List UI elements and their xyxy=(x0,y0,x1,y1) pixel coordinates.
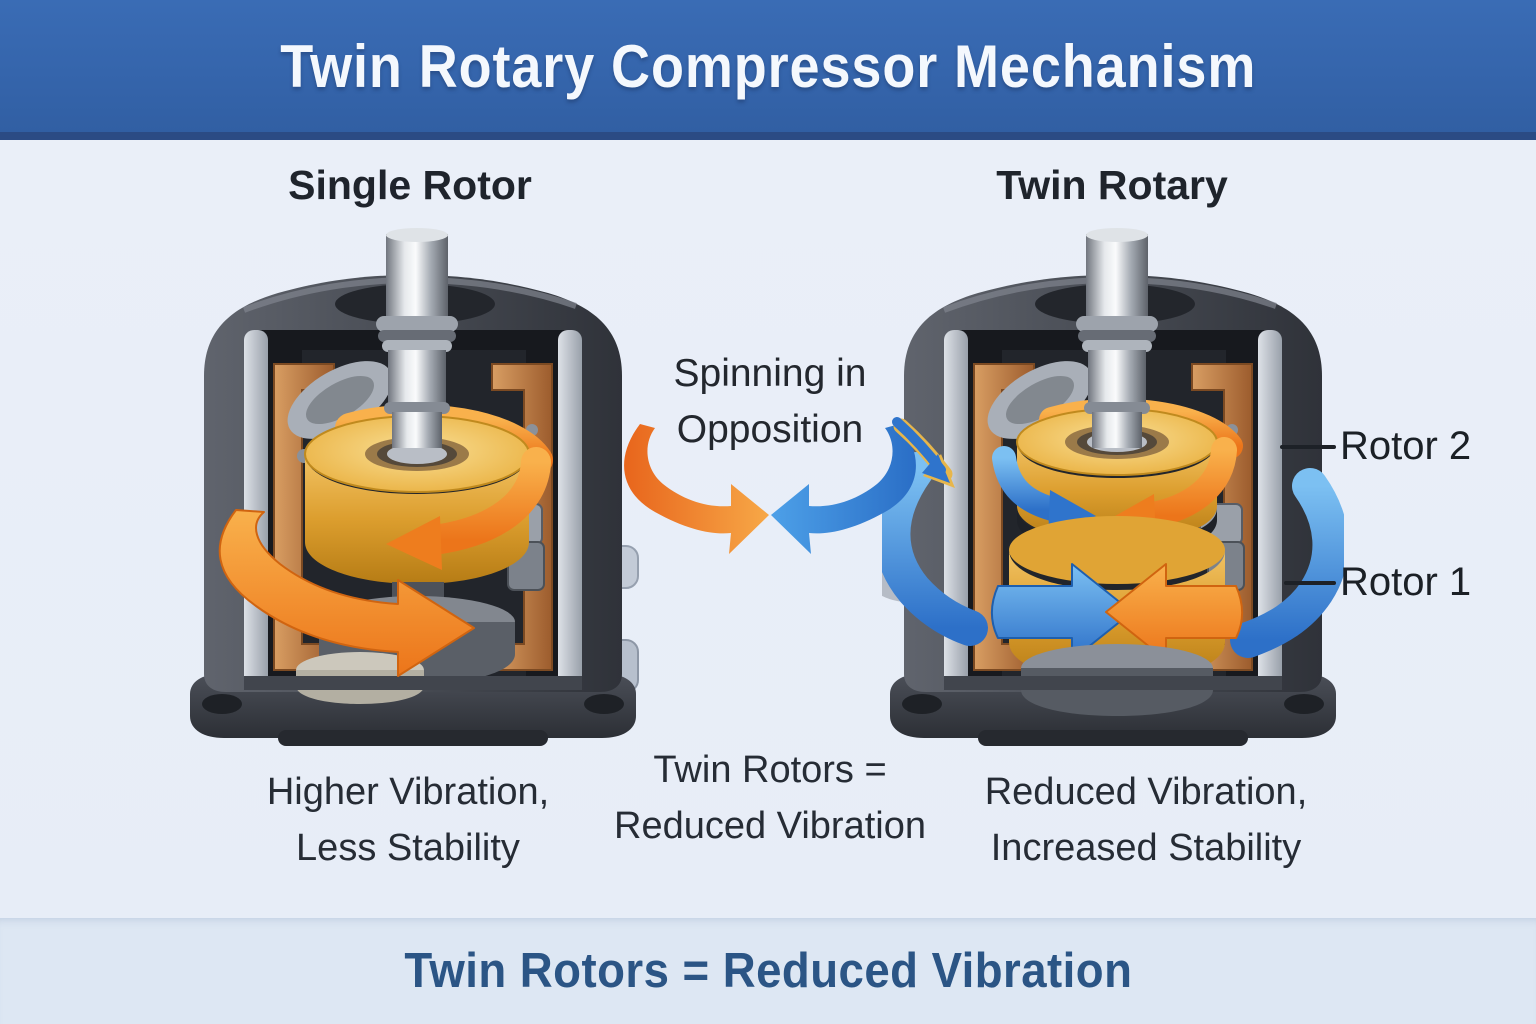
center-caption: Twin Rotors = Reduced Vibration xyxy=(595,742,945,854)
twin-rotary-caption: Reduced Vibration, Increased Stability xyxy=(886,764,1406,876)
blue-rotation-arrow xyxy=(991,563,1133,661)
rotor-1-label: Rotor 1 xyxy=(1340,560,1472,604)
discharge-elbow xyxy=(287,361,393,439)
footer-banner: Twin Rotors = Reduced Vibration xyxy=(0,918,1536,1024)
drive-shaft xyxy=(1076,228,1158,448)
rotor-1-leader-line xyxy=(1284,581,1336,585)
caption-line-1: Higher Vibration, xyxy=(266,771,550,813)
annotation-line-1: Spinning in xyxy=(673,352,867,395)
caption-line-1: Reduced Vibration, xyxy=(984,771,1308,813)
annotation-line-2: Opposition xyxy=(676,408,864,451)
spinning-annotation: Spinning in Opposition xyxy=(595,346,945,458)
caption-line-2: Reduced Vibration xyxy=(614,805,926,847)
counter-rotation-arrows xyxy=(624,417,955,554)
orange-rotation-arrow xyxy=(218,509,475,677)
footer-banner-text: Twin Rotors = Reduced Vibration xyxy=(403,944,1133,998)
orange-rotation-arrow xyxy=(1105,563,1243,661)
orange-counter-rotation-arrow xyxy=(624,424,769,554)
blue-rotation-band xyxy=(1230,468,1344,658)
compressor-cutaway-twin-rotor xyxy=(882,228,1344,746)
discharge-elbow xyxy=(987,361,1093,439)
rotor-2-label: Rotor 2 xyxy=(1340,424,1472,468)
rotor-2-leader-line xyxy=(1280,445,1336,449)
page-title: Twin Rotary Compressor Mechanism xyxy=(279,32,1257,100)
orange-rotation-arrow-head xyxy=(386,447,551,570)
single-rotor-heading: Single Rotor xyxy=(288,162,532,208)
blue-counter-rotation-arrow xyxy=(771,424,916,554)
crank-assembly xyxy=(944,644,1282,716)
twin-rotary-heading: Twin Rotary xyxy=(996,162,1228,208)
caption-line-2: Increased Stability xyxy=(990,827,1302,869)
caption-line-1: Twin Rotors = xyxy=(653,749,887,791)
compressor-cutaway-single-rotor xyxy=(190,228,639,746)
single-rotor-caption: Higher Vibration, Less Stability xyxy=(148,764,668,876)
blue-rotation-band xyxy=(882,452,988,646)
title-bar: Twin Rotary Compressor Mechanism xyxy=(0,0,1536,140)
blue-pointer-arrow xyxy=(892,417,955,488)
caption-line-2: Less Stability xyxy=(296,827,520,869)
drive-shaft xyxy=(376,228,458,448)
